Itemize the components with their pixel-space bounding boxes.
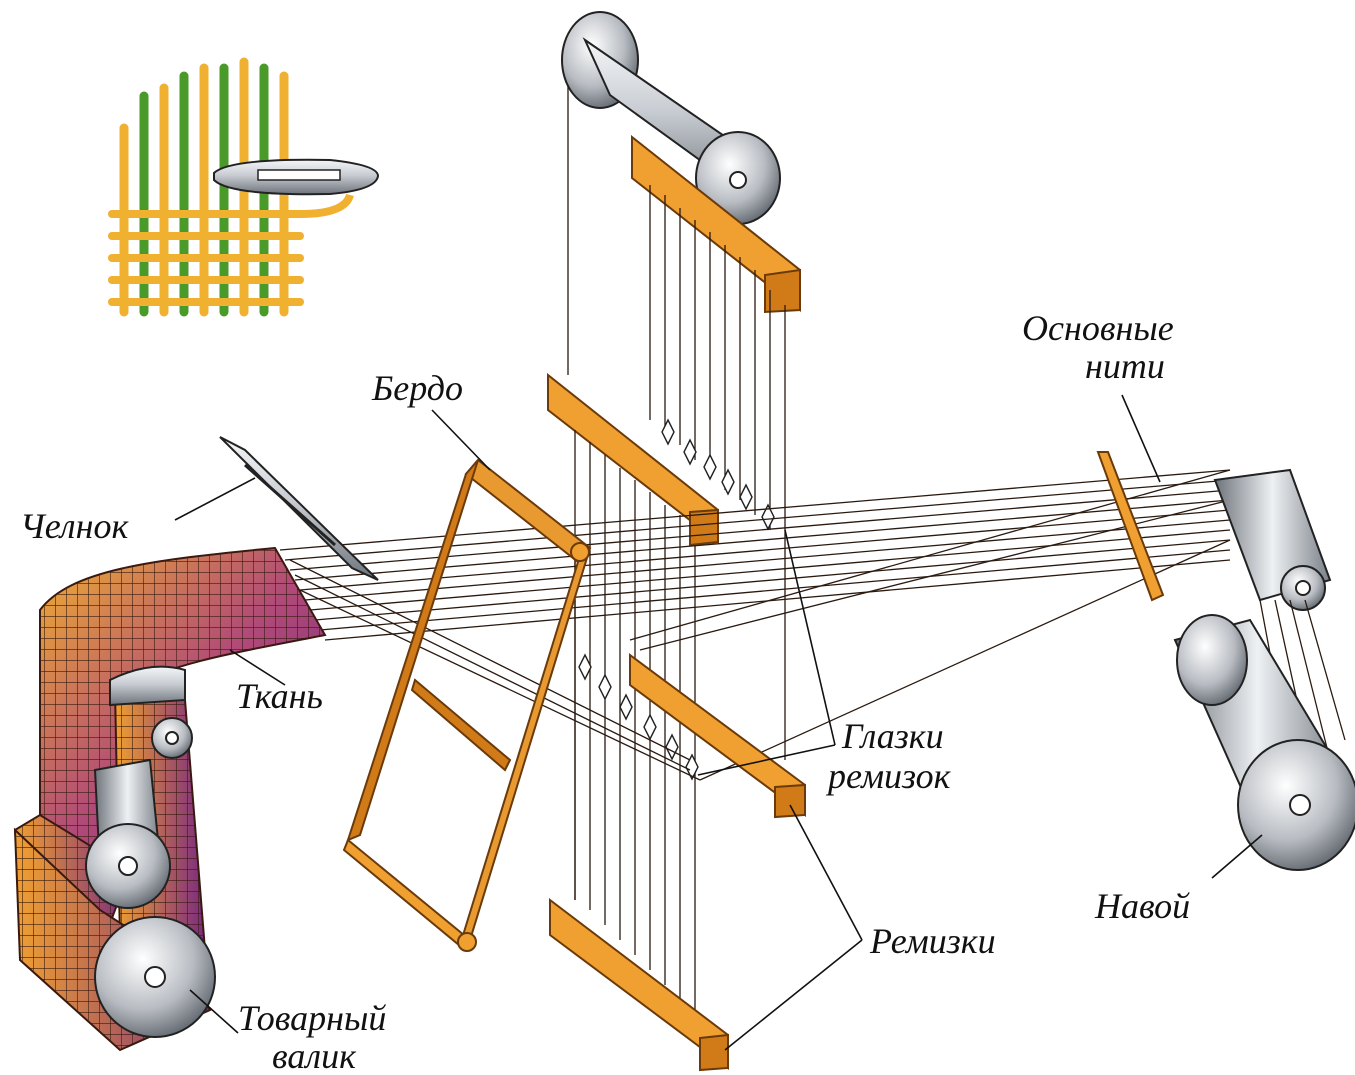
label-warp-threads-1: Основные (1022, 308, 1174, 348)
label-shuttle: Челнок (20, 506, 129, 546)
heddle-cords (568, 85, 575, 900)
label-cloth-roller-1: Товарный (238, 998, 386, 1038)
label-heddle-eyes-1: Глазки (841, 716, 944, 756)
heddle-frame-upper (632, 137, 800, 760)
warp-beam-roller (1175, 615, 1355, 870)
heddle-bar-middle (630, 655, 805, 817)
label-warp-beam: Навой (1094, 886, 1190, 926)
label-heddle-eyes-2: ремизок (825, 756, 952, 796)
label-warp-threads-2: нити (1085, 346, 1165, 386)
heddle-frame-bottom (550, 900, 728, 1070)
label-cloth: Ткань (236, 676, 323, 716)
label-heddles: Ремизки (869, 921, 996, 961)
heddle-eyes (579, 420, 774, 779)
label-reed: Бердо (371, 368, 463, 408)
label-cloth-roller-2: валик (272, 1036, 357, 1075)
plain-weave-inset (112, 62, 378, 312)
